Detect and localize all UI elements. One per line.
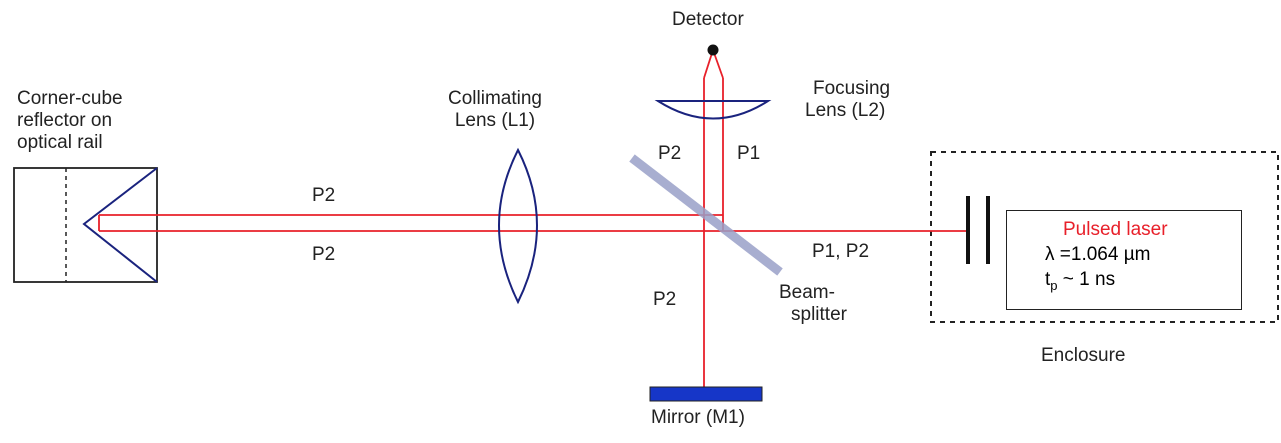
collimating-lens-label-line1: Collimating [448, 88, 542, 109]
beam-label-p2-upper: P2 [312, 185, 336, 206]
laser-name: Pulsed laser [1063, 219, 1168, 240]
wavelength-value: =1.064 µm [1059, 244, 1151, 265]
enclosure-label: Enclosure [1041, 345, 1126, 366]
corner-cube-label: Corner-cube reflector on optical rail [17, 88, 123, 154]
beam-label-p2-down: P2 [653, 289, 677, 310]
pulse-prefix: t [1045, 269, 1051, 290]
corner-cube-label-line3: optical rail [17, 132, 103, 153]
beamsplitter-label-line2: splitter [791, 304, 847, 325]
detector-label: Detector [672, 9, 744, 30]
laser-wavelength: λ =1.064 µm [1045, 244, 1150, 266]
beam-label-p2-lower: P2 [312, 244, 336, 265]
corner-cube-label-line1: Corner-cube [17, 88, 123, 109]
focusing-lens-label-line2: Lens (L2) [805, 100, 886, 121]
beamsplitter-label: Beam- splitter [779, 282, 847, 326]
detector-icon [707, 44, 719, 56]
laser-output-coupler [966, 196, 990, 264]
collimating-lens-label-line2: Lens (L1) [454, 110, 536, 131]
focusing-lens-label-line1: Focusing [813, 78, 891, 99]
wavelength-symbol: λ [1045, 244, 1055, 265]
beamsplitter-label-line1: Beam- [779, 282, 835, 303]
mirror-m1 [649, 386, 763, 402]
beamsplitter [629, 154, 783, 276]
focusing-lens [654, 100, 772, 120]
laser-pulse-duration: tp ~ 1 ns [1045, 269, 1115, 297]
pulsed-laser-box: Pulsed laser λ =1.064 µm tp ~ 1 ns [1006, 210, 1242, 310]
beam-label-p2-vertical: P2 [658, 143, 682, 164]
mirror-label: Mirror (M1) [651, 407, 745, 428]
pulse-subscript: p [1050, 277, 1058, 293]
beam-label-p1-vertical: P1 [737, 143, 761, 164]
focusing-lens-label: Focusing Lens (L2) [805, 78, 890, 122]
corner-cube-label-line2: reflector on [17, 110, 113, 131]
enclosure-outline [930, 151, 1279, 323]
beam-label-p1-p2: P1, P2 [812, 241, 870, 262]
collimating-lens [498, 147, 538, 305]
pulse-value: ~ 1 ns [1057, 269, 1116, 290]
collimating-lens-label: Collimating Lens (L1) [448, 88, 542, 132]
corner-cube-reflector [13, 167, 158, 283]
